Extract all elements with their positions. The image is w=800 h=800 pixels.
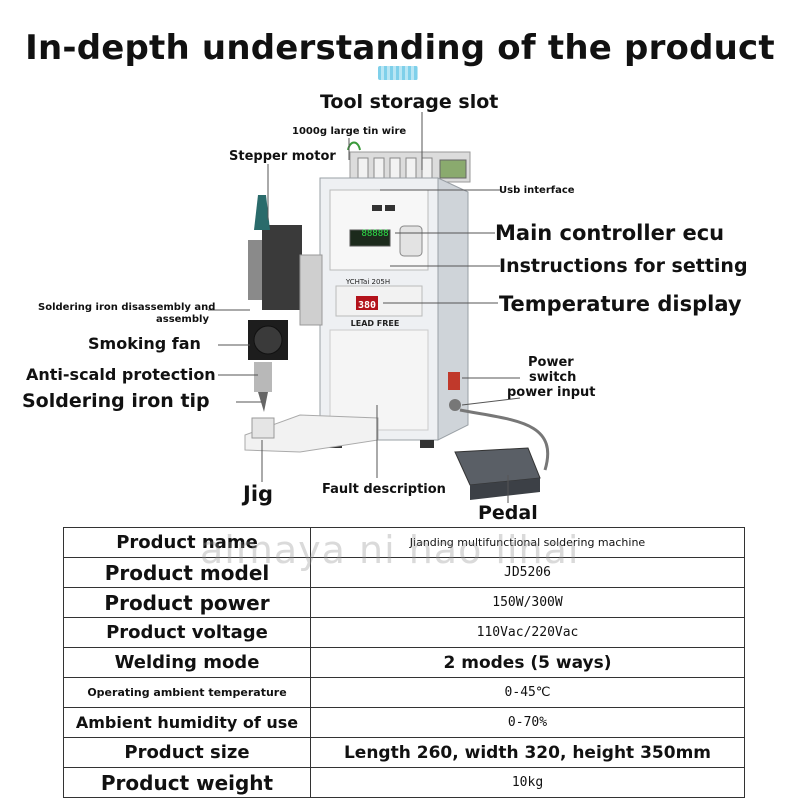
- spec-value: 2 modes (5 ways): [310, 647, 745, 678]
- callout-tool-storage-slot: Tool storage slot: [320, 91, 499, 113]
- spec-label: Product size: [63, 737, 311, 768]
- spec-label: Operating ambient temperature: [63, 677, 311, 708]
- callout-stepper-motor: Stepper motor: [229, 149, 336, 164]
- callout-temperature-display: Temperature display: [499, 292, 742, 316]
- watermark: aimaya ni hao lihai: [200, 528, 580, 572]
- spec-value: 110Vac/220Vac: [310, 617, 745, 648]
- callout-pedal: Pedal: [478, 502, 538, 524]
- callout-disassembly-line2: assembly: [156, 314, 209, 325]
- spec-value: 150W/300W: [310, 587, 745, 618]
- decorative-bar: [378, 66, 418, 80]
- callout-anti-scald: Anti-scald protection: [26, 365, 216, 384]
- soldering-arm: [248, 195, 323, 412]
- spec-label: Welding mode: [63, 647, 311, 678]
- product-illustration: 88888 380 YCHTai 205H LEAD FREE: [244, 141, 550, 500]
- temperature-readout: 380: [358, 300, 376, 311]
- lead-free-mark: LEAD FREE: [351, 319, 400, 328]
- callout-usb-interface: Usb interface: [499, 185, 575, 196]
- spec-label: Ambient humidity of use: [63, 707, 311, 738]
- callout-smoking-fan: Smoking fan: [88, 334, 201, 353]
- foot-pedal: [454, 408, 550, 500]
- machine-cabinet: [319, 177, 469, 448]
- table-row: Product weight 10kg: [63, 767, 745, 798]
- spec-value: 0-70%: [310, 707, 745, 738]
- table-row: Ambient humidity of use 0-70%: [63, 707, 745, 738]
- page-title: In-depth understanding of the product: [25, 28, 775, 68]
- model-badge: YCHTai 205H: [345, 278, 390, 286]
- led-display: 88888: [361, 229, 388, 239]
- tool-storage-slot: [349, 151, 471, 183]
- table-row: Product name Jianding multifunctional so…: [63, 527, 745, 558]
- spec-label: Product voltage: [63, 617, 311, 648]
- callout-tin-wire: 1000g large tin wire: [292, 126, 407, 137]
- spec-value: 0-45℃: [310, 677, 745, 708]
- callout-disassembly-line1: Soldering iron disassembly and: [38, 302, 216, 313]
- callout-power-input: power input: [507, 385, 596, 400]
- spec-label: Product weight: [63, 767, 311, 798]
- table-row: Operating ambient temperature 0-45℃: [63, 677, 745, 708]
- callout-jig: Jig: [243, 482, 274, 506]
- table-row: Product size Length 260, width 320, heig…: [63, 737, 745, 768]
- callout-power-switch-1: Power: [528, 355, 574, 370]
- table-row: Product model JD5206: [63, 557, 745, 588]
- callout-fault-description: Fault description: [322, 482, 446, 497]
- spec-label: Product model: [63, 557, 311, 588]
- callout-power-switch-2: switch: [529, 370, 577, 385]
- spec-table: Product name Jianding multifunctional so…: [63, 527, 745, 798]
- callout-instructions: Instructions for setting: [499, 255, 748, 277]
- callout-main-controller: Main controller ecu: [495, 221, 725, 245]
- spec-label: Product power: [63, 587, 311, 618]
- spec-value: JD5206: [310, 557, 745, 588]
- table-row: Product power 150W/300W: [63, 587, 745, 618]
- jig-base: [244, 414, 379, 453]
- table-row: Product voltage 110Vac/220Vac: [63, 617, 745, 648]
- callout-iron-tip: Soldering iron tip: [22, 390, 210, 412]
- table-row: Welding mode 2 modes (5 ways): [63, 647, 745, 678]
- spec-value: Length 260, width 320, height 350mm: [310, 737, 745, 768]
- spec-value: 10kg: [310, 767, 745, 798]
